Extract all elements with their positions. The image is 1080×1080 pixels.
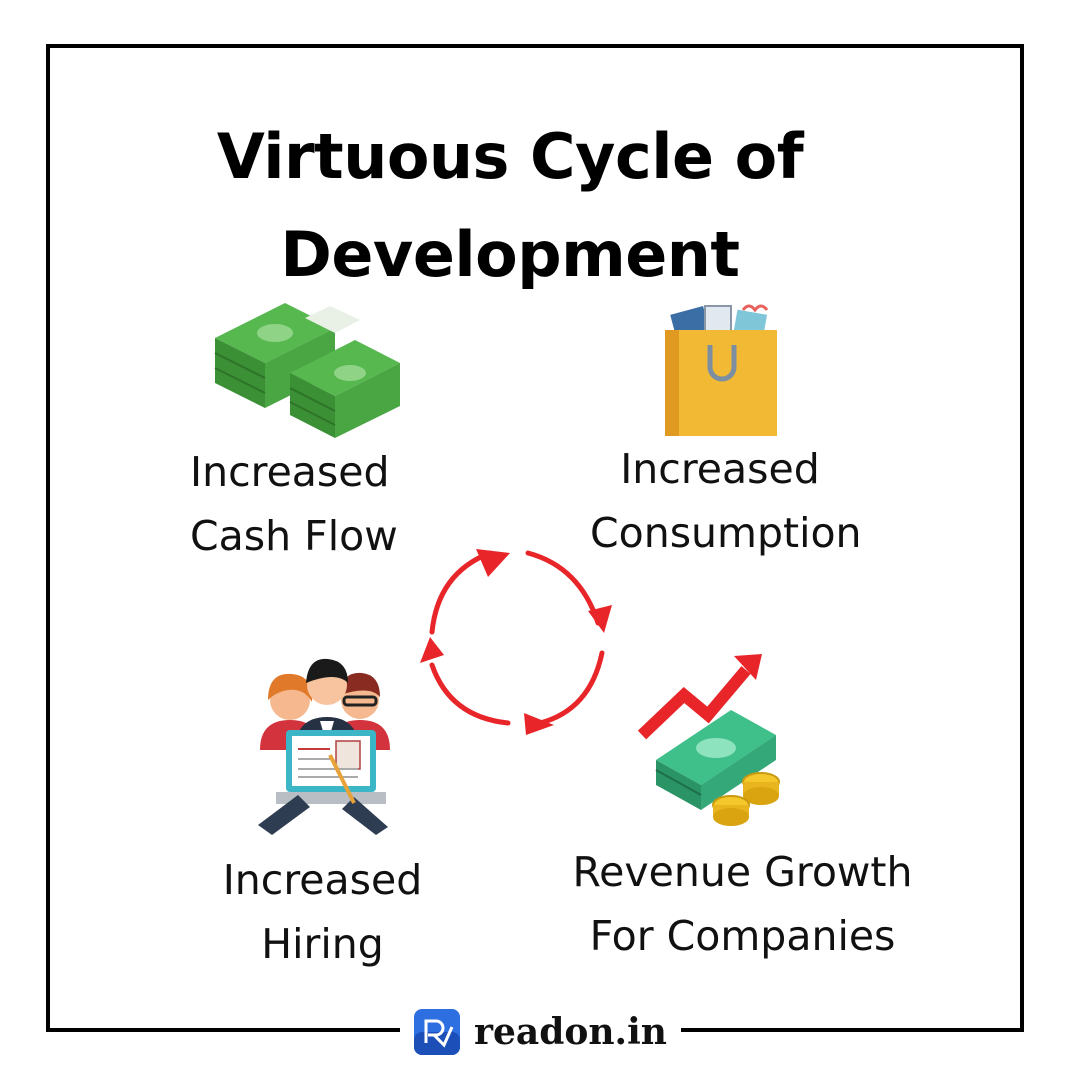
brand-text: readon.in xyxy=(474,1011,667,1053)
title-line-1: Virtuous Cycle of xyxy=(216,120,804,193)
brand-footer[interactable]: readon.in xyxy=(400,1004,681,1060)
node-label-consumption: Increased Consumption xyxy=(590,445,862,557)
readon-logo-icon xyxy=(414,1009,460,1055)
shopping-bag-icon xyxy=(665,304,777,436)
cycle-arrows-icon xyxy=(420,549,612,735)
node-label-cash-flow: Increased Cash Flow xyxy=(190,448,398,560)
node-label-revenue-growth: Revenue Growth For Companies xyxy=(572,848,913,960)
hiring-people-icon xyxy=(258,658,390,835)
cash-stack-icon xyxy=(214,303,400,438)
page-title: Virtuous Cycle of Development xyxy=(180,108,840,304)
title-line-2: Development xyxy=(280,218,740,291)
node-label-hiring: Increased Hiring xyxy=(222,856,423,968)
revenue-growth-icon xyxy=(637,654,780,826)
